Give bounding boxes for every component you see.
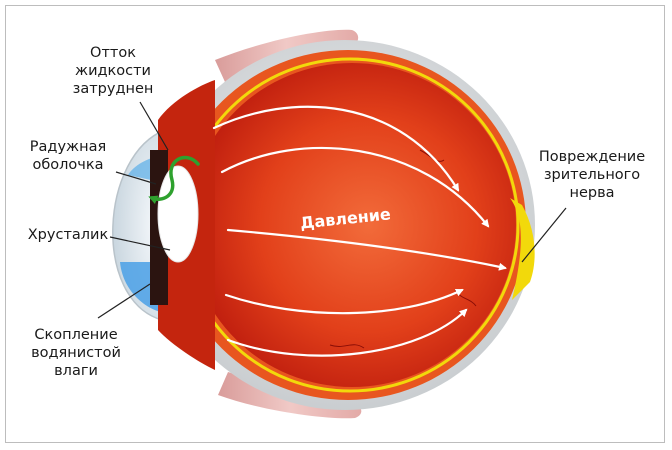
label-nerve: Повреждение зрительного нерва bbox=[532, 148, 652, 202]
label-outflow: Отток жидкости затруднен bbox=[68, 44, 158, 98]
lens bbox=[158, 166, 198, 262]
label-lens: Хрусталик bbox=[22, 226, 114, 244]
label-iris: Радужная оболочка bbox=[18, 138, 118, 174]
label-aqueous: Скопление водянистой влаги bbox=[26, 326, 126, 380]
